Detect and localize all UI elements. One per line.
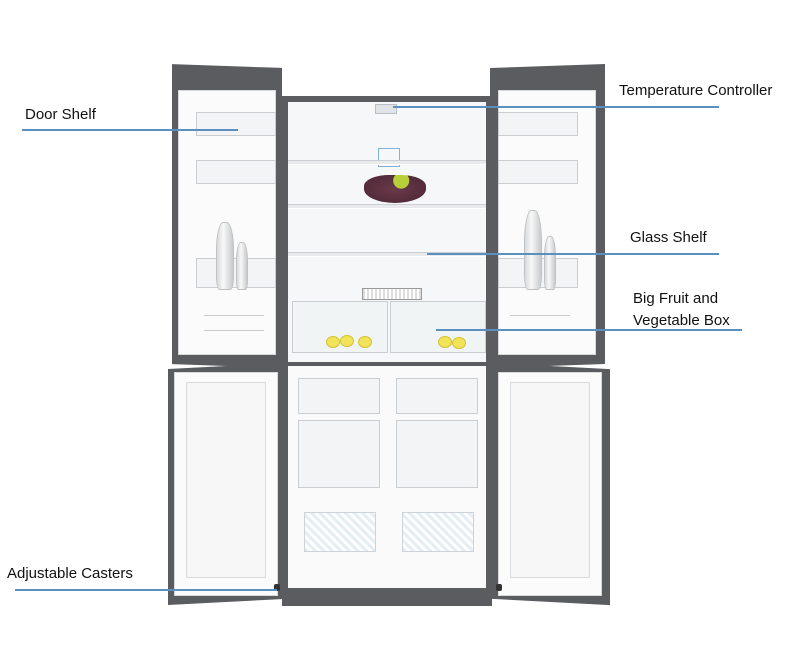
label-glass-shelf: Glass Shelf	[630, 229, 707, 246]
label-adjustable-casters: Adjustable Casters	[7, 565, 133, 582]
small-basket	[362, 288, 422, 300]
grapes	[364, 175, 426, 203]
door-shelf-bin-1	[196, 112, 276, 136]
glass-shelf-1	[288, 160, 486, 165]
ice-left	[304, 512, 376, 552]
lower-left-door-panel	[186, 382, 266, 578]
door-rib	[204, 315, 264, 316]
fruit-vegetable-box-right	[390, 301, 486, 353]
milk-bottle-large	[216, 222, 234, 290]
milk-bottle-small	[236, 242, 248, 290]
leader-adjustable-casters	[15, 589, 277, 591]
freezer-drawer-right-1	[396, 378, 478, 414]
leader-temperature-controller	[393, 106, 719, 108]
lemon	[438, 336, 452, 348]
ice-right	[402, 512, 474, 552]
door-shelf-bin-5	[498, 160, 578, 184]
freezer-drawer-right-2	[396, 420, 478, 488]
label-door-shelf: Door Shelf	[25, 106, 96, 123]
door-shelf-bin-4	[498, 112, 578, 136]
label-fruit-box-line2: Vegetable Box	[633, 312, 730, 329]
glass-shelf-2	[288, 204, 486, 209]
freezer-drawer-left-2	[298, 420, 380, 488]
lemon	[358, 336, 372, 348]
caster-left	[274, 584, 280, 591]
lower-right-door-panel	[510, 382, 590, 578]
door-rib	[510, 315, 570, 316]
leader-door-shelf	[22, 129, 238, 131]
freezer-drawer-left-1	[298, 378, 380, 414]
leader-fruit-box	[436, 329, 742, 331]
lemon	[452, 337, 466, 349]
milk-bottle-large-right	[524, 210, 542, 290]
door-shelf-bin-2	[196, 160, 276, 184]
lemon	[326, 336, 340, 348]
refrigerator-illustration	[160, 60, 620, 610]
door-rib	[204, 330, 264, 331]
milk-bottle-small-right	[544, 236, 556, 290]
lemon	[340, 335, 354, 347]
glass-shelf-3	[288, 252, 486, 257]
temperature-controller-unit	[375, 104, 397, 114]
label-temperature-controller: Temperature Controller	[619, 82, 773, 99]
caster-right	[496, 584, 502, 591]
leader-glass-shelf	[427, 253, 719, 255]
label-fruit-box-line1: Big Fruit and	[633, 290, 719, 307]
air-vent	[378, 148, 400, 167]
fruit-vegetable-box-left	[292, 301, 388, 353]
